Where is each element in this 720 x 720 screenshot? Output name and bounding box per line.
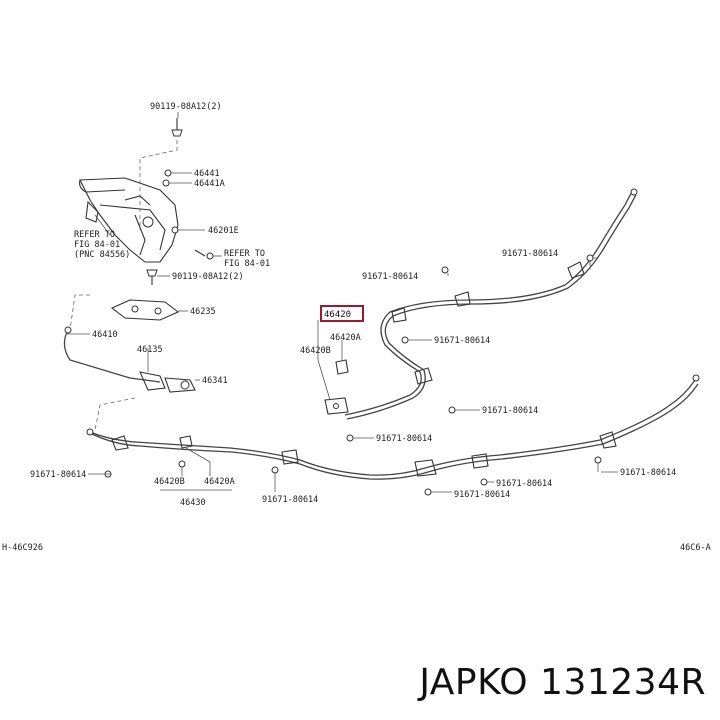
label-91671-80614-lower-far-right: 91671-80614 [620,468,676,478]
clamp-center-lower [414,459,437,477]
guide-dashed-low [94,397,136,431]
label-46201e: 46201E [208,226,239,236]
bolt-lower-mid [271,466,279,474]
clamp-mid-lower [281,449,299,465]
clamp-upper-a [454,291,471,307]
label-91671-80614-upper-right: 91671-80614 [502,249,558,259]
cable-end-right-upper [630,188,638,196]
bolt-upper-e [346,434,354,442]
equalizer-46235 [110,299,180,321]
label-46341: 46341 [202,376,228,386]
label-46235: 46235 [190,307,216,317]
clamp-upper-d [414,367,433,385]
clamp-right-lower-a [471,453,489,469]
leader-lines [66,112,618,493]
bolt-upper-d [448,406,456,414]
parking-brake-lever [79,177,206,263]
label-91671-80614-lower-left: 91671-80614 [30,470,86,480]
bolt-46201e [171,226,179,234]
label-91671-80614-lower-center-right: 91671-80614 [496,479,552,489]
bolt-upper-b [586,254,594,262]
clamp-upper-b [567,261,585,279]
bolt-lower-right [594,456,602,464]
clamp-upper-c [391,307,407,323]
bolt-refer-right [206,252,214,260]
label-91671-80614-mid-3: 91671-80614 [376,434,432,444]
label-46410: 46410 [92,330,118,340]
rear-cable-46420 [344,191,633,416]
part-number-caption: JAPKO 131234R [419,662,706,703]
label-91671-80614-lower-center: 91671-80614 [454,490,510,500]
label-91671-80614-lower-mid: 91671-80614 [262,495,318,505]
label-46441: 46441 [194,169,220,179]
label-46420: 46420 [324,310,351,320]
bolt-46420b-left [178,460,186,468]
label-90119-08a12-top: 90119-08A12(2) [150,102,222,112]
bolt-upper-c [401,336,409,344]
bracket-46420a-left [179,435,193,449]
illustration-code-right: 46C6-A [680,543,711,553]
clamp-right-lower-b [599,431,617,449]
cable-end-left [86,428,94,436]
bolt-top [171,118,183,137]
cable-end-46410 [64,326,72,334]
clamp-left [111,435,129,451]
cable-end-right-lower [692,374,700,382]
label-refer-left-3: (PNC 84556) [74,250,130,260]
bolt-lower-center [424,488,432,496]
label-refer-left-2: FIG 84-01 [74,240,120,250]
label-refer-right-2: FIG 84-01 [224,259,270,269]
bolt-46441a [162,179,170,187]
label-91671-80614-mid-1: 91671-80614 [434,336,490,346]
label-46420b-right: 46420B [300,346,331,356]
highlight-box-46420 [320,305,364,322]
label-46441a: 46441A [194,179,225,189]
illustration-code-left: H-46C926 [2,543,43,553]
guide-dashed-mid [69,294,90,331]
bolt-upper-a [441,266,449,274]
label-46135: 46135 [137,345,163,355]
label-46430: 46430 [180,498,206,508]
bracket-46420a-right [335,359,349,375]
guide-dashed-top [139,140,178,230]
label-46420a-left: 46420A [204,477,235,487]
label-46420b-left: 46420B [154,477,185,487]
bolt-46441 [164,169,172,177]
bracket-46420b-right [324,397,349,415]
bolt-90119-mid [146,269,158,285]
label-91671-80614-mid-2: 91671-80614 [482,406,538,416]
connector-46341 [139,371,196,393]
label-refer-right-1: REFER TO [224,249,265,259]
rear-cable-46430 [89,379,696,476]
label-46420a-right: 46420A [330,333,361,343]
label-refer-left-1: REFER TO [74,230,115,240]
bolt-lower-right-b [480,478,488,486]
label-90119-08a12-mid: 90119-08A12(2) [172,272,244,282]
label-91671-80614-upper-left: 91671-80614 [362,272,418,282]
